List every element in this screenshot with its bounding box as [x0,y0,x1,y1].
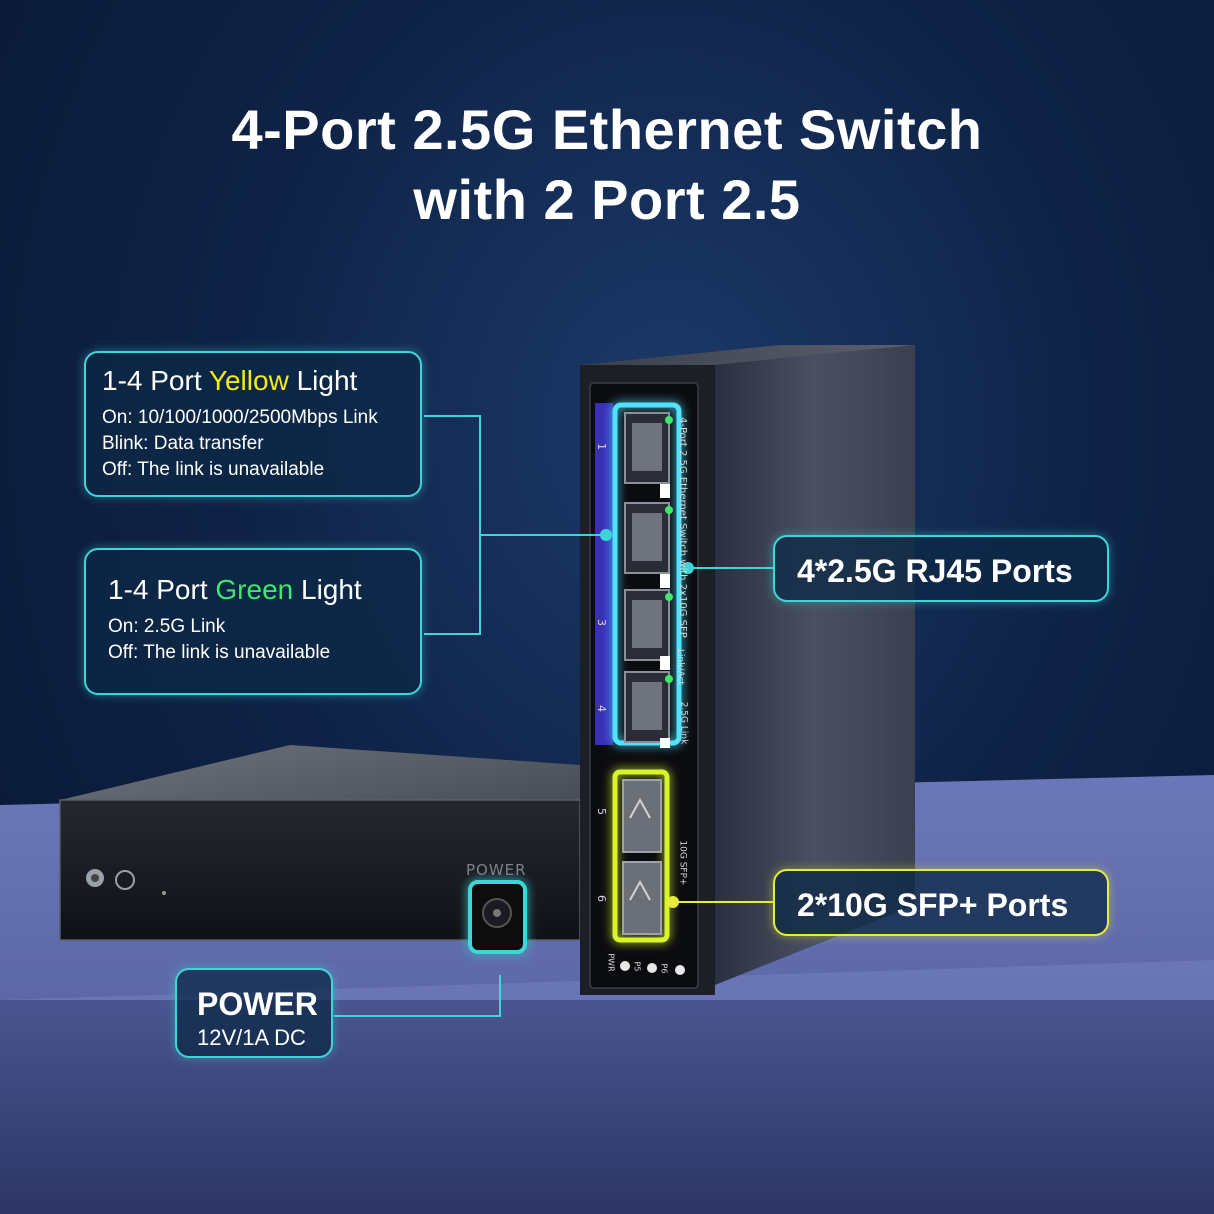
green-line-off: Off: The link is unavailable [108,642,331,663]
title-line-1: 4-Port 2.5G Ethernet Switch [231,98,983,161]
led-p6-label: P6 [659,963,669,974]
yellow-line-blink: Blink: Data transfer [102,433,264,454]
sfp-side-label: 10G SFP+ [677,840,688,886]
green-word: Green [215,574,294,605]
power-port-label: POWER [466,861,527,879]
port-number-3: 3 [595,619,608,626]
link-act-label: Link/Act [674,649,685,685]
port-number-1: 1 [595,443,608,450]
page-title: 4-Port 2.5G Ethernet Switch with 2 Port … [0,95,1214,235]
green-line-on: On: 2.5G Link [108,616,226,637]
power-spec: 12V/1A DC [197,1025,306,1050]
green-callout-heading: 1-4 Port Green Light [108,574,362,605]
yellow-callout-heading: 1-4 Port Yellow Light [102,365,358,396]
led-p5-label: P5 [632,961,642,972]
yellow-line-off: Off: The link is unavailable [102,459,325,480]
port-number-6: 6 [595,895,608,902]
yellow-line-on: On: 10/100/1000/2500Mbps Link [102,407,378,428]
rj45-ports-callout: 4*2.5G RJ45 Ports [773,535,1109,602]
yellow-word: Yellow [208,365,289,396]
power-callout: POWER 12V/1A DC [175,968,333,1058]
title-line-2: with 2 Port 2.5 [413,168,801,231]
power-label: POWER [197,986,318,1022]
link-25g-label: 2.5G Link [678,701,689,745]
port-number-4: 4 [595,705,608,712]
sfp-ports-callout: 2*10G SFP+ Ports [773,869,1109,936]
green-light-callout: 1-4 Port Green Light On: 2.5G Link Off: … [84,548,422,695]
port-number-5: 5 [595,808,608,815]
yellow-light-callout: 1-4 Port Yellow Light On: 10/100/1000/25… [84,351,422,497]
led-pwr-label: PWR [606,953,616,972]
